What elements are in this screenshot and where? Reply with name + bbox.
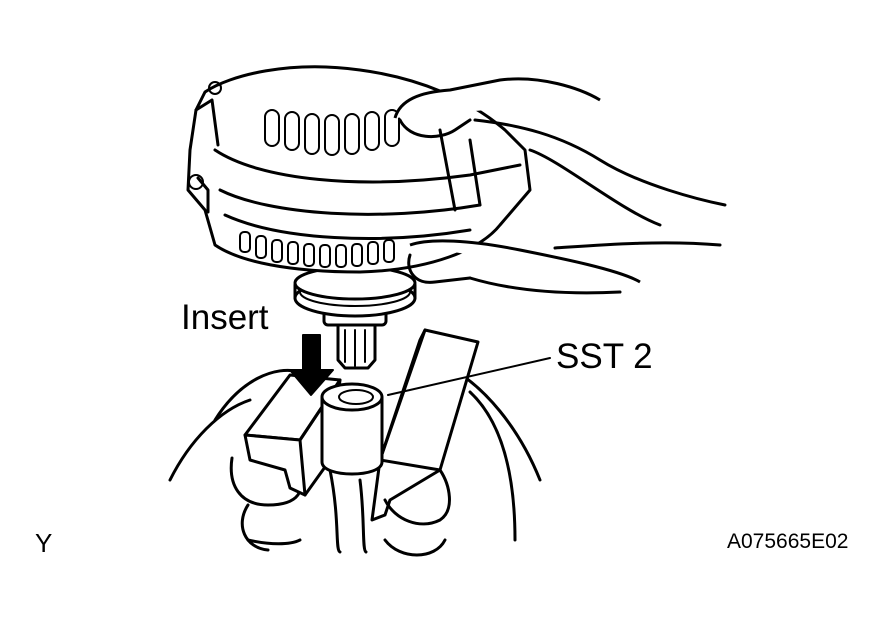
alternator-body xyxy=(186,65,532,274)
sst2-leader-line xyxy=(387,357,551,396)
lower-hand xyxy=(407,239,722,295)
sst2-socket xyxy=(320,382,384,476)
upper-hand xyxy=(393,77,727,227)
corner-letter: Y xyxy=(35,528,53,558)
down-arrow-icon xyxy=(289,334,334,396)
left-jaw-plate xyxy=(243,373,342,497)
alternator-pulley xyxy=(293,265,417,318)
figure-code: A075665E02 xyxy=(727,530,849,553)
insert-label: Insert xyxy=(181,298,269,337)
sst2-label: SST 2 xyxy=(556,337,653,376)
right-jaw-plate xyxy=(370,328,480,522)
